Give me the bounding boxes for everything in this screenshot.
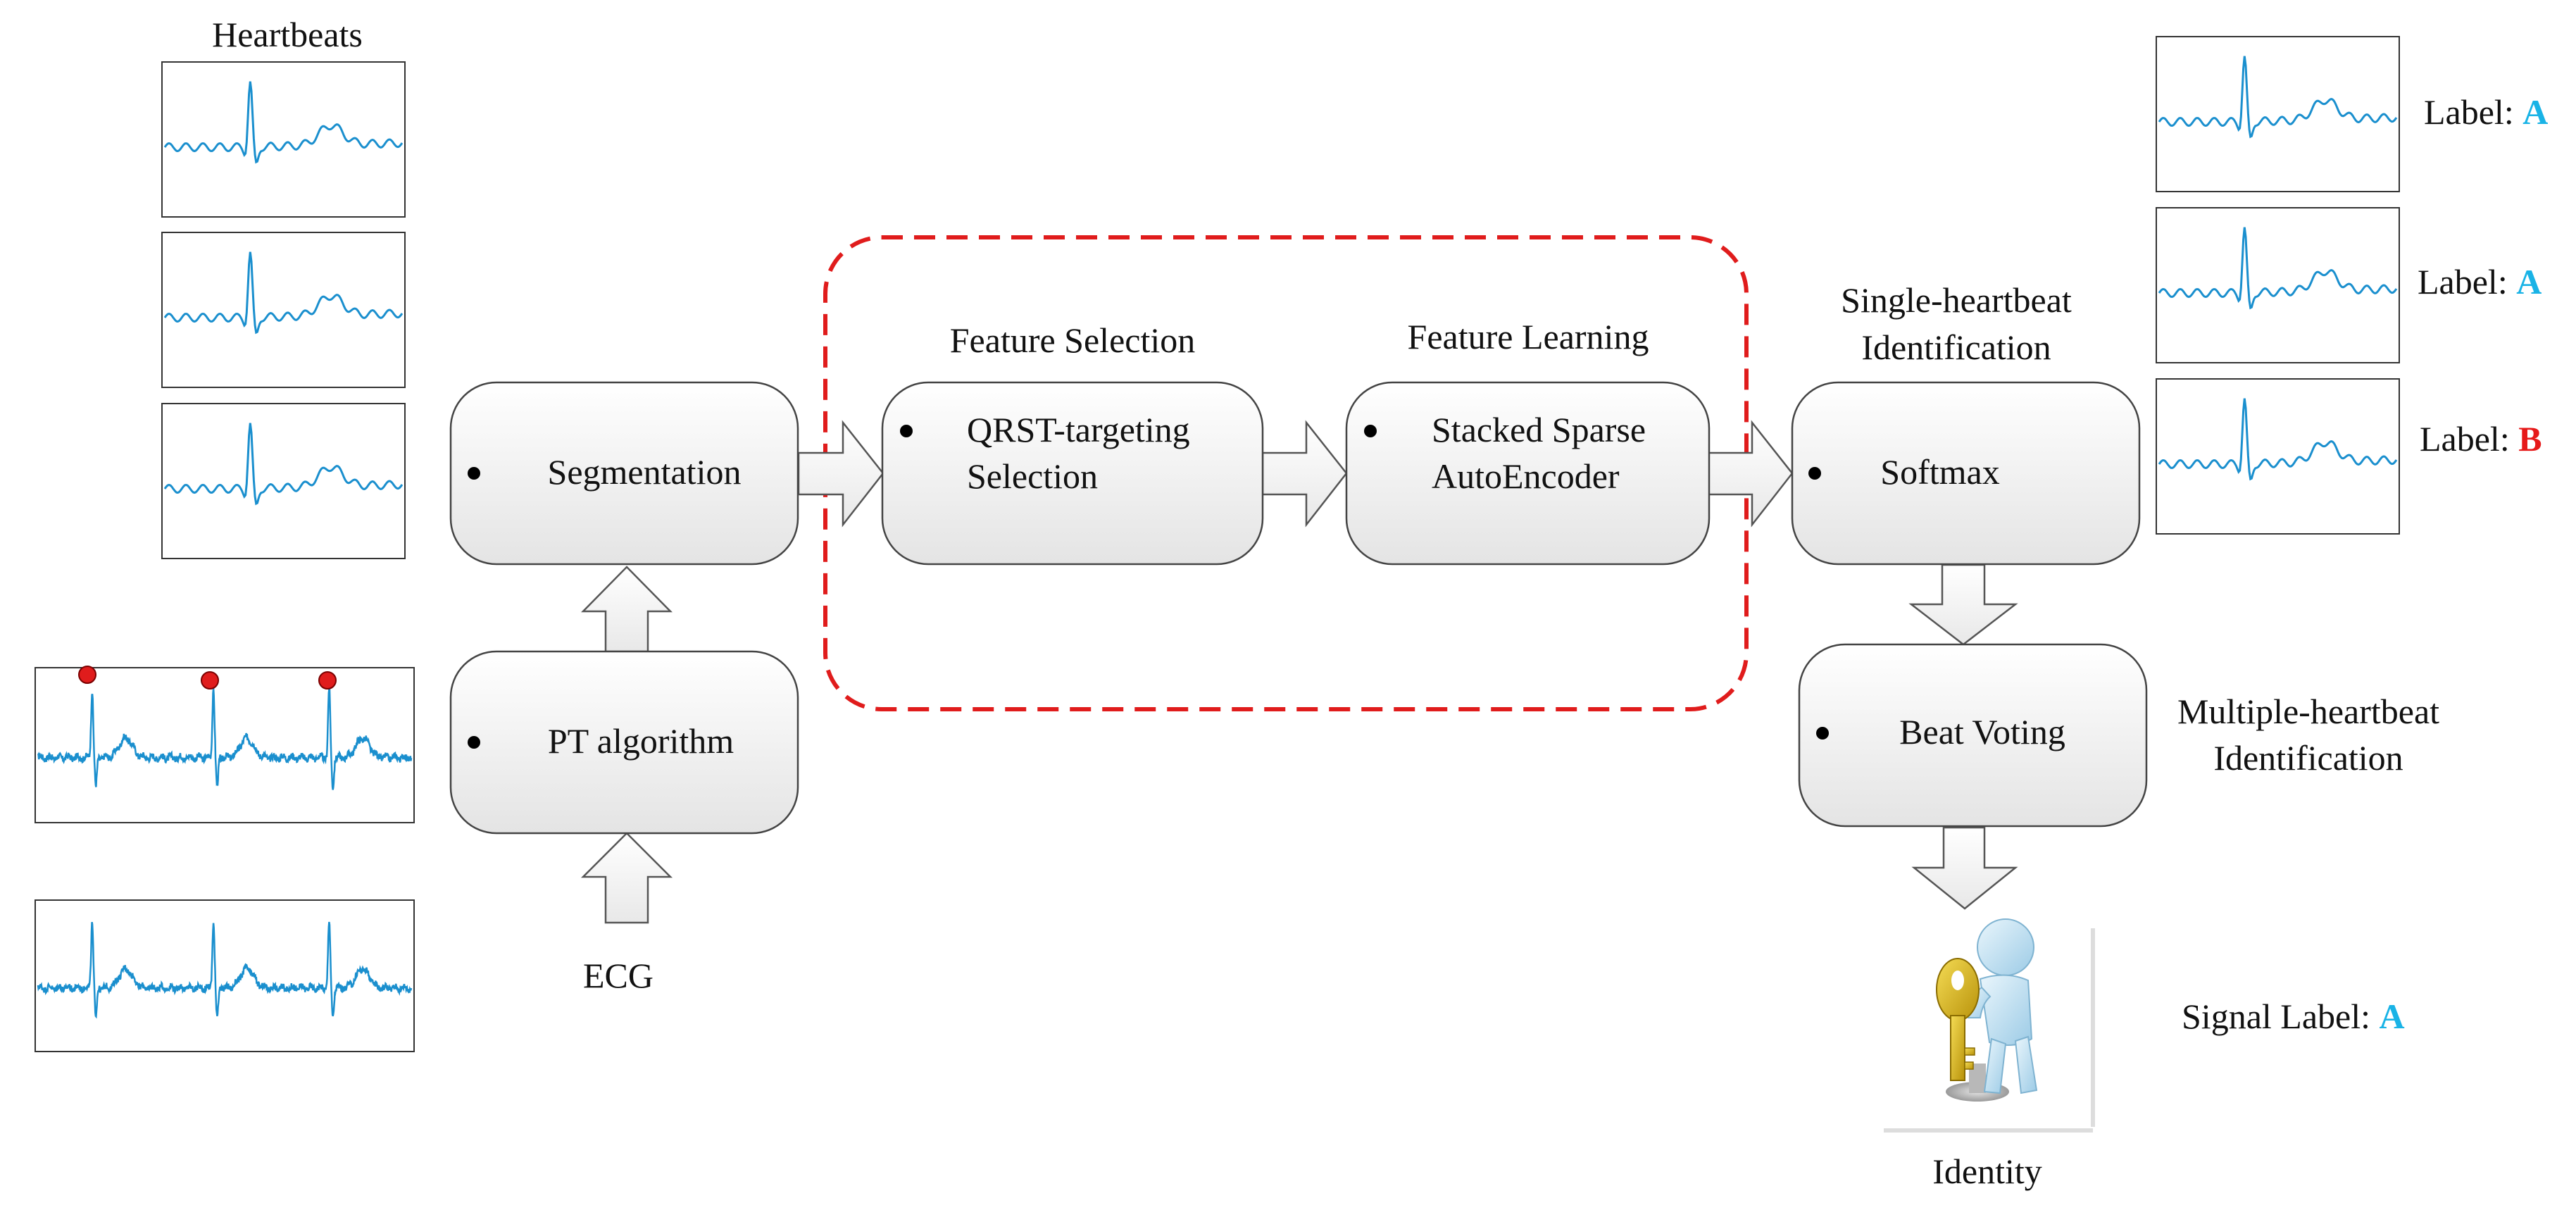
svg-text:Segmentation: Segmentation <box>548 452 742 492</box>
bullet-icon <box>1808 467 1821 480</box>
heartbeat-plot-2 <box>161 232 406 388</box>
heartbeat-waveform <box>163 251 404 335</box>
ecg-input-label: ECG <box>583 956 654 995</box>
bullet-icon <box>1816 727 1829 740</box>
heartbeat-waveform <box>2158 56 2398 139</box>
bullet-icon <box>468 736 480 749</box>
output-label-3: Label: B <box>2420 419 2542 459</box>
svg-text:Softmax: Softmax <box>1880 452 1999 492</box>
bullet-icon <box>900 425 913 437</box>
multiple-heartbeat-title-line1: Multiple-heartbeat <box>2177 692 2439 731</box>
output-label-1: Label: A <box>2424 92 2548 132</box>
segmentation-box: Segmentation <box>449 381 799 566</box>
svg-text:Selection: Selection <box>967 456 1098 496</box>
stacked-sparse-autoencoder-box: Stacked Sparse AutoEncoder <box>1345 381 1711 566</box>
output-heartbeat-plot-1 <box>2156 36 2400 192</box>
pt-algorithm-box: PT algorithm <box>449 650 799 835</box>
identity-label: Identity <box>1932 1152 2042 1191</box>
arrow-softmax-to-voting <box>1908 563 2018 646</box>
ecg-strip-raw <box>35 899 415 1052</box>
arrow-ecg-to-pt <box>580 832 673 924</box>
heartbeat-waveform <box>163 423 404 506</box>
heartbeat-plot-3 <box>161 403 406 559</box>
output-label-2: Label: A <box>2418 262 2541 301</box>
heartbeat-waveform <box>2158 398 2398 481</box>
svg-text:Beat Voting: Beat Voting <box>1899 712 2065 751</box>
arrow-segmentation-to-qrst <box>797 420 884 528</box>
ecg-waveform <box>37 921 413 1019</box>
r-peak-marker <box>78 666 96 684</box>
arrow-qrst-to-ssae <box>1261 420 1348 528</box>
ecg-strip-with-peaks <box>35 666 415 823</box>
identity-key-person-icon <box>1884 918 2095 1133</box>
multiple-heartbeat-title-line2: Identification <box>2213 738 2403 778</box>
svg-text:QRST-targeting: QRST-targeting <box>967 410 1190 449</box>
single-heartbeat-title-line1: Single-heartbeat <box>1841 280 2072 320</box>
heartbeats-title: Heartbeats <box>212 15 363 54</box>
bullet-icon <box>468 467 480 480</box>
ecg-waveform <box>37 687 413 790</box>
svg-text:PT algorithm: PT algorithm <box>548 721 734 761</box>
arrow-ssae-to-softmax <box>1707 420 1794 528</box>
output-heartbeat-plot-2 <box>2156 207 2400 363</box>
r-peak-marker <box>318 671 337 690</box>
svg-text:Stacked Sparse: Stacked Sparse <box>1432 410 1646 449</box>
qrst-selection-box: QRST-targeting Selection <box>881 381 1264 566</box>
heartbeat-waveform <box>163 81 404 164</box>
single-heartbeat-title-line2: Identification <box>1861 328 2051 367</box>
arrow-pt-to-segmentation <box>581 566 673 653</box>
svg-text:AutoEncoder: AutoEncoder <box>1432 456 1620 496</box>
heartbeat-plot-1 <box>161 61 406 218</box>
beat-voting-box: Beat Voting <box>1798 643 2148 828</box>
arrow-voting-to-identity <box>1911 826 2018 910</box>
feature-learning-title: Feature Learning <box>1408 317 1649 356</box>
signal-label: Signal Label: A <box>2182 997 2405 1036</box>
r-peak-marker <box>201 671 219 690</box>
heartbeat-waveform <box>2158 227 2398 310</box>
output-heartbeat-plot-3 <box>2156 378 2400 535</box>
feature-selection-title: Feature Selection <box>950 320 1196 360</box>
softmax-box: Softmax <box>1791 381 2141 566</box>
bullet-icon <box>1364 425 1377 437</box>
